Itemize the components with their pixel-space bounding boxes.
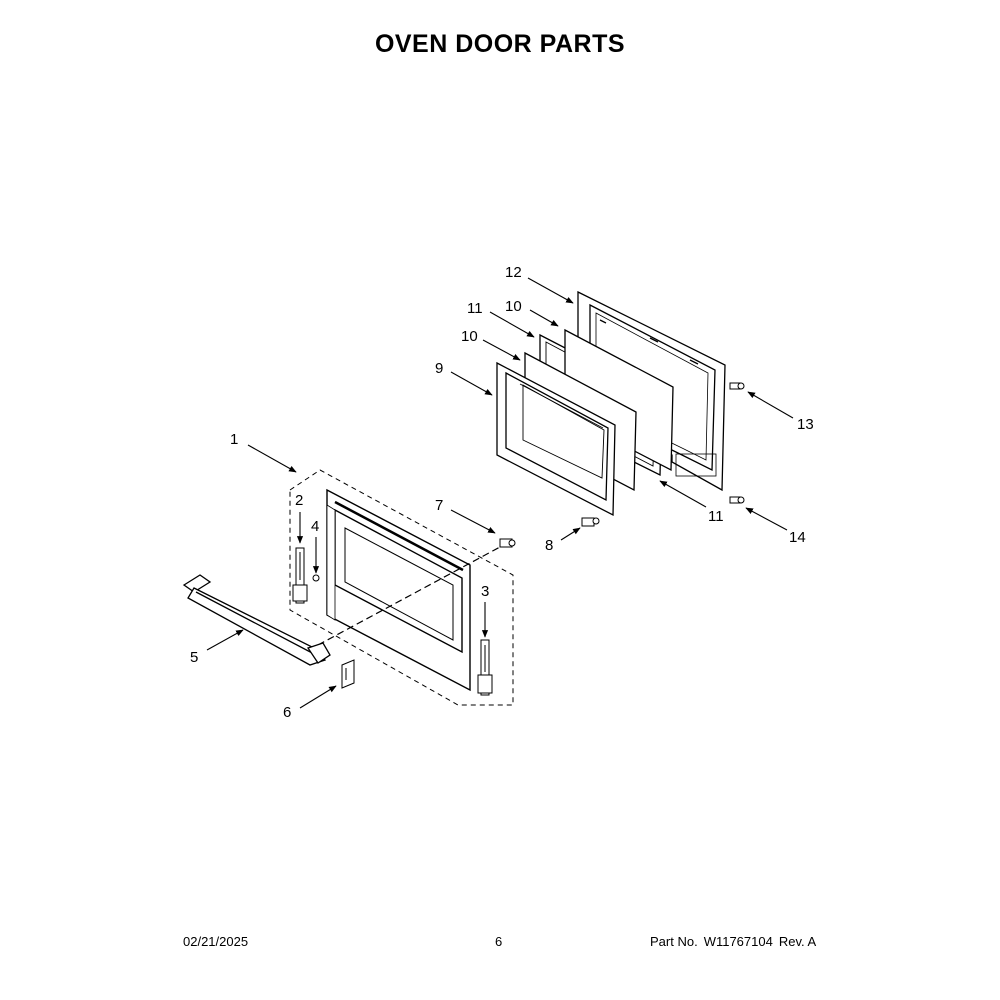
- part-5-door-handle: [182, 574, 331, 666]
- callout-13: 13: [797, 416, 814, 433]
- footer-revision: Rev. A: [778, 934, 817, 949]
- footer-page-number: 6: [495, 934, 503, 949]
- callout-10b: 10: [505, 298, 522, 315]
- part-3-hinge: [477, 639, 493, 696]
- callout-4: 4: [311, 518, 319, 535]
- page-title: OVEN DOOR PARTS: [374, 30, 626, 58]
- part-13-screw: [729, 382, 745, 390]
- part-8-screw: [581, 517, 600, 527]
- outer-door-panel: [326, 488, 471, 692]
- callout-5: 5: [190, 649, 198, 666]
- callout-9: 9: [435, 360, 443, 377]
- callout-3: 3: [481, 583, 489, 600]
- part-7-screw: [499, 538, 516, 548]
- callout-12: 12: [505, 264, 522, 281]
- callout-11b: 11: [708, 508, 724, 525]
- callout-10a: 10: [461, 328, 478, 345]
- part-2-hinge: [292, 547, 308, 604]
- callout-14: 14: [789, 529, 806, 546]
- callout-8: 8: [545, 537, 553, 554]
- part-1-assembly-outline: [289, 469, 514, 706]
- handle-mounting-line: [317, 546, 501, 646]
- footer-part-label: Part No.: [650, 934, 698, 949]
- callout-7: 7: [435, 497, 443, 514]
- footer-date: 02/21/2025: [183, 934, 249, 949]
- callout-leader-lines: [206, 277, 794, 709]
- footer-part-info: Part No. W11767104 Rev. A: [650, 934, 822, 949]
- callout-2: 2: [295, 492, 303, 509]
- callout-6: 6: [283, 704, 291, 721]
- callout-1: 1: [230, 431, 238, 448]
- part-6-clip: [341, 659, 355, 689]
- footer-part-number: W11767104: [703, 934, 773, 949]
- callout-11a: 11: [467, 300, 483, 317]
- part-4-pin: [312, 574, 320, 582]
- part-14-screw: [729, 496, 745, 504]
- part-9-glass-frame: [496, 361, 616, 517]
